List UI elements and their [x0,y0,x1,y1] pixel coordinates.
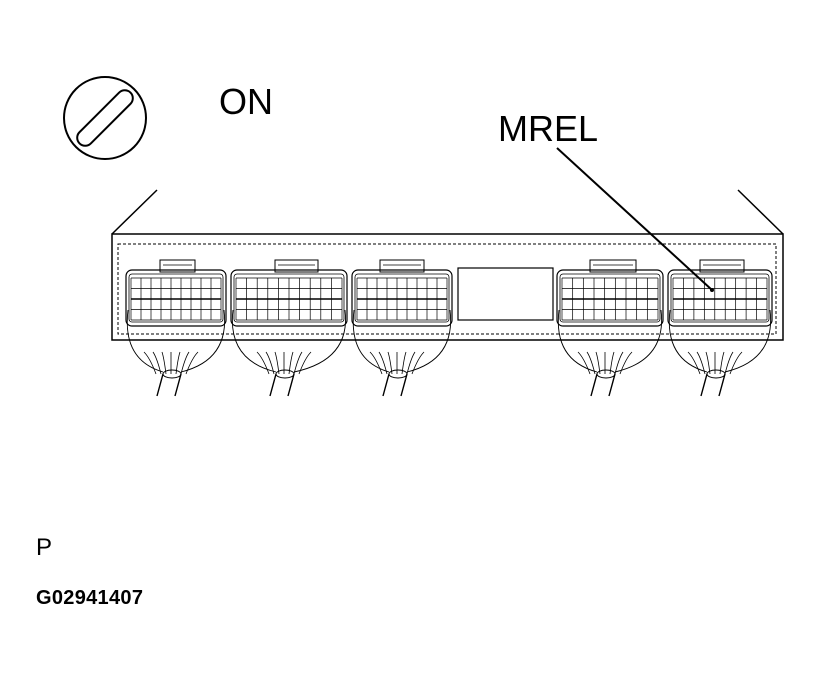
wire-harness-4 [557,309,663,397]
wire-harness-5 [668,309,772,397]
connector-5 [667,259,773,327]
figure-code-label: G02941407 [36,587,144,609]
ecu-center-panel [457,267,554,321]
connector-1 [125,259,227,327]
wire-harness-2 [231,309,347,397]
wire-harness-3 [352,309,452,397]
ecu-housing-perspective [111,189,784,235]
wire-harness-1 [126,309,226,397]
wire-harness-group [126,309,772,397]
ecu-housing [111,233,784,341]
connector-3 [351,259,453,327]
connector-4 [556,259,664,327]
mrel-pointer-line [556,147,713,291]
mrel-terminal-marker [710,288,714,292]
connector-group [125,259,773,327]
mrel-terminal-label: MREL [498,108,599,149]
ignition-on-label: ON [219,81,273,122]
page-letter-label: P [36,534,53,561]
ignition-switch-icon [63,76,147,160]
connector-2 [230,259,348,327]
